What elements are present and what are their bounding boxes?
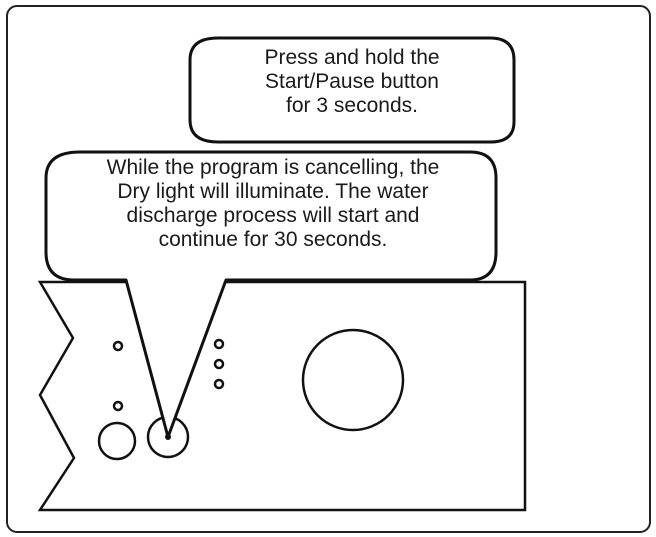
program-dial: [301, 328, 405, 432]
callout-bottom-line-3: discharge process will start and: [126, 204, 420, 227]
callout-bubble-bottom: [44, 150, 498, 439]
callout-bottom-line-4: continue for 30 seconds.: [158, 228, 388, 251]
indicator-light: [112, 340, 124, 352]
indicator-light: [112, 400, 124, 412]
panel-button: [97, 421, 137, 461]
indicator-light: [213, 358, 225, 370]
callout-top-line-2: Start/Pause button: [265, 70, 439, 93]
callout-top-text: Press and hold the Start/Pause button fo…: [192, 46, 512, 118]
pointer-tip: [165, 434, 171, 440]
callout-bottom-line-2: Dry light will illuminate. The water: [117, 180, 429, 203]
indicator-light: [213, 338, 225, 350]
control-panel-outline: [37, 280, 527, 512]
callout-top-line-3: for 3 seconds.: [286, 94, 418, 117]
callout-bottom-line-1: While the program is cancelling, the: [106, 156, 440, 179]
callout-top-line-1: Press and hold the: [264, 46, 440, 69]
callout-bubble-top: [188, 36, 516, 144]
indicator-light: [213, 378, 225, 390]
callout-bottom-text: While the program is cancelling, the Dry…: [46, 156, 500, 252]
